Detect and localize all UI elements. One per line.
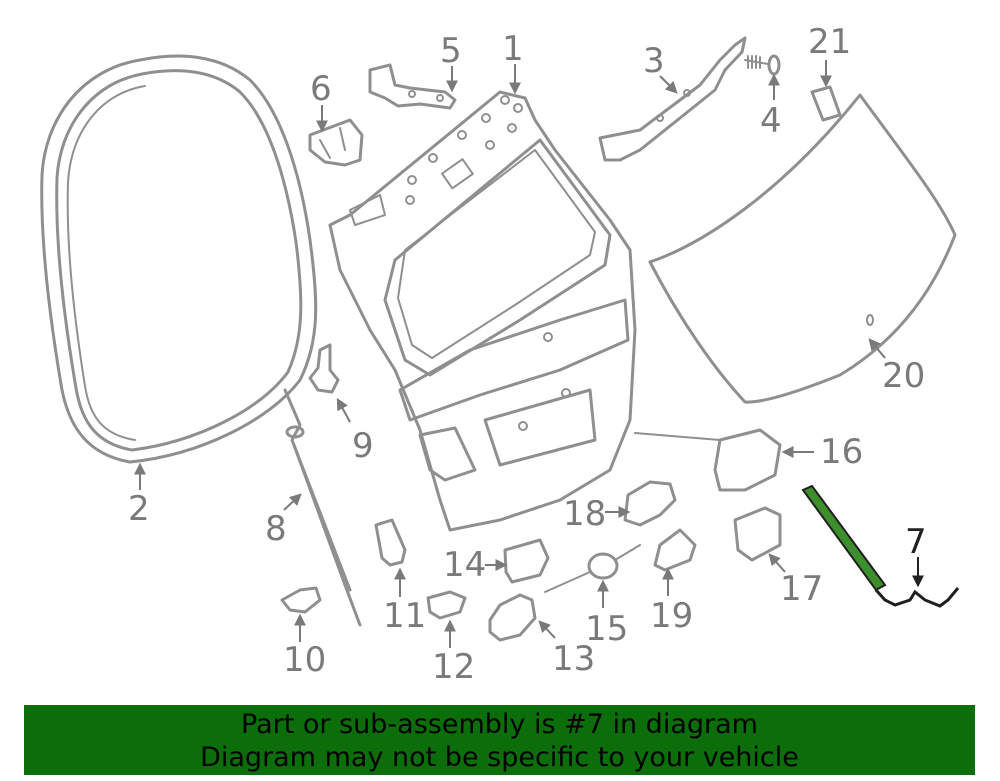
parts-diagram: 1 2 3 4 5 6 7 8 9 10 11 12 <box>40 22 960 687</box>
svg-text:9: 9 <box>352 426 374 466</box>
part-13-latch[interactable] <box>488 593 537 642</box>
part-14-handle[interactable] <box>503 538 550 584</box>
svg-text:5: 5 <box>440 31 462 71</box>
part-11-bumper[interactable] <box>374 518 407 567</box>
callout-4: 4 <box>760 73 782 141</box>
svg-text:8: 8 <box>265 509 287 549</box>
svg-text:16: 16 <box>820 432 863 472</box>
callout-6: 6 <box>310 69 332 133</box>
part-10-bumper[interactable] <box>280 586 322 614</box>
svg-text:1: 1 <box>502 29 524 69</box>
callout-11: 11 <box>383 567 426 636</box>
callout-8: 8 <box>265 493 302 549</box>
svg-text:21: 21 <box>808 22 851 62</box>
callout-3: 3 <box>643 41 678 94</box>
part-4-screw[interactable] <box>744 54 781 76</box>
callout-5: 5 <box>440 31 462 93</box>
part-2-weatherstrip[interactable] <box>40 54 318 464</box>
svg-text:19: 19 <box>650 596 693 636</box>
part-18-lock[interactable] <box>623 480 677 527</box>
callout-20: 20 <box>868 338 925 396</box>
part-6-bracket[interactable] <box>308 118 364 167</box>
part-7-power-strut[interactable] <box>801 484 960 608</box>
callout-16: 16 <box>781 432 863 472</box>
svg-text:4: 4 <box>760 101 782 141</box>
callout-10: 10 <box>283 613 326 680</box>
svg-text:3: 3 <box>643 41 665 81</box>
callout-9: 9 <box>336 397 374 466</box>
part-3-bracket[interactable] <box>598 36 747 162</box>
svg-text:7: 7 <box>905 522 927 562</box>
callout-2: 2 <box>128 462 150 529</box>
part-19-clip[interactable] <box>653 528 697 572</box>
svg-text:11: 11 <box>383 596 426 636</box>
svg-text:12: 12 <box>432 647 475 687</box>
svg-text:2: 2 <box>128 489 150 529</box>
callout-1: 1 <box>502 29 524 95</box>
svg-text:10: 10 <box>283 640 326 680</box>
callout-17: 17 <box>768 553 823 609</box>
svg-text:6: 6 <box>310 69 332 109</box>
svg-text:13: 13 <box>552 639 595 679</box>
disclaimer-banner: Part or sub-assembly is #7 in diagram Di… <box>24 705 975 775</box>
part-12-grommet[interactable] <box>426 590 467 620</box>
part-8-strut[interactable] <box>283 388 362 627</box>
callout-12: 12 <box>432 619 475 687</box>
part-15-actuator[interactable] <box>544 544 641 593</box>
part-9-striker[interactable] <box>308 343 340 394</box>
banner-line-2: Diagram may not be specific to your vehi… <box>200 742 799 773</box>
part-5-hinge[interactable] <box>368 63 457 110</box>
svg-text:14: 14 <box>443 545 486 585</box>
part-17-bracket[interactable] <box>733 506 782 562</box>
callout-14: 14 <box>443 545 508 585</box>
svg-text:18: 18 <box>563 494 606 534</box>
callout-15: 15 <box>585 579 628 649</box>
callout-19: 19 <box>650 567 693 636</box>
svg-text:17: 17 <box>780 569 823 609</box>
banner-line-1: Part or sub-assembly is #7 in diagram <box>241 709 758 740</box>
svg-text:20: 20 <box>882 356 925 396</box>
callout-18: 18 <box>563 494 631 534</box>
part-16-switch[interactable] <box>634 428 782 492</box>
part-1-liftgate[interactable] <box>328 90 637 532</box>
part-20-glass[interactable] <box>648 93 957 404</box>
callout-21: 21 <box>808 22 851 88</box>
part-21-clip[interactable] <box>810 85 842 122</box>
svg-text:15: 15 <box>585 609 628 649</box>
callout-13: 13 <box>538 620 595 679</box>
callout-7: 7 <box>905 522 927 588</box>
